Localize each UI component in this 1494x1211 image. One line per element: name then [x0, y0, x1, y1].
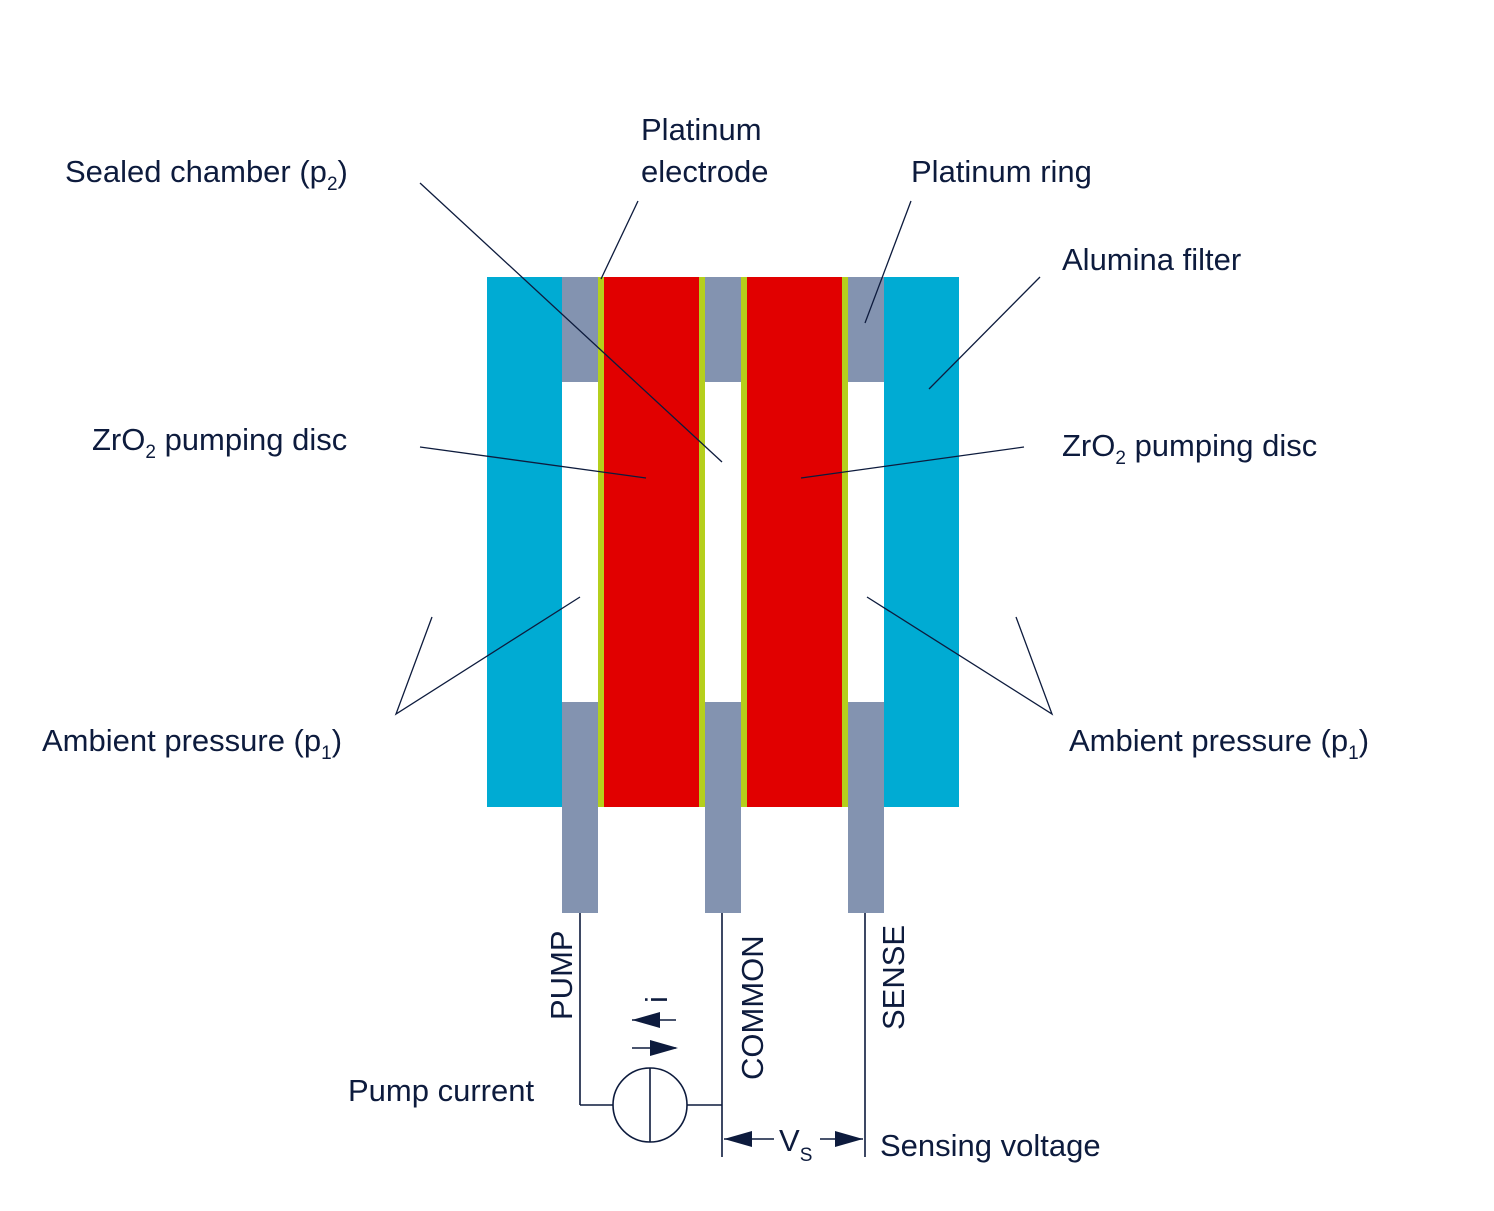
label-sense: SENSE [876, 925, 911, 1030]
leader-zro2-left [419, 446, 647, 479]
platinum-ring-top-middle [705, 277, 741, 382]
leader-platinum-ring [864, 200, 912, 324]
label-platinum-electrode-2: electrode [641, 154, 769, 189]
label-ambient-right: Ambient pressure (p1) [1069, 723, 1369, 764]
label-pump: PUMP [544, 930, 579, 1020]
label-platinum-electrode-1: Platinum [641, 112, 762, 147]
label-ambient-left: Ambient pressure (p1) [42, 723, 342, 764]
leader-platinum-electrode [600, 200, 639, 280]
leader-ambient-left [394, 596, 581, 716]
sense-terminal [848, 702, 884, 913]
common-terminal [705, 702, 741, 913]
label-platinum-ring: Platinum ring [911, 154, 1092, 189]
label-zro2-left: ZrO2 pumping disc [92, 422, 347, 463]
current-arrow-right-head [650, 1040, 678, 1056]
platinum-ring-top-right [848, 277, 884, 382]
zro2-disc-left [598, 277, 705, 807]
label-pump-current: Pump current [348, 1073, 534, 1108]
current-arrow-left-head [632, 1012, 660, 1028]
electrode-1 [598, 277, 604, 807]
leader-alumina-filter [928, 276, 1041, 390]
leader-sealed-chamber [419, 182, 723, 463]
label-common: COMMON [735, 935, 770, 1080]
vs-arrow-left-head [724, 1131, 752, 1147]
leader-ambient-right [866, 596, 1054, 716]
label-zro2-right: ZrO2 pumping disc [1062, 428, 1317, 469]
pump-terminal [562, 702, 598, 913]
label-vs: VS [779, 1123, 812, 1166]
leader-zro2-right [800, 446, 1025, 479]
electrode-3 [741, 277, 747, 807]
label-sealed-chamber: Sealed chamber (p2) [65, 154, 348, 195]
label-alumina-filter: Alumina filter [1062, 242, 1241, 277]
alumina-filter-right [884, 277, 959, 807]
label-sensing-voltage: Sensing voltage [880, 1128, 1101, 1163]
vs-arrow-right-head [835, 1131, 863, 1147]
label-current-i: i [639, 996, 674, 1003]
zro2-disc-right [741, 277, 848, 807]
platinum-ring-top-left [562, 277, 598, 382]
electrode-2 [699, 277, 705, 807]
alumina-filter-left [487, 277, 562, 807]
electrode-4 [842, 277, 848, 807]
